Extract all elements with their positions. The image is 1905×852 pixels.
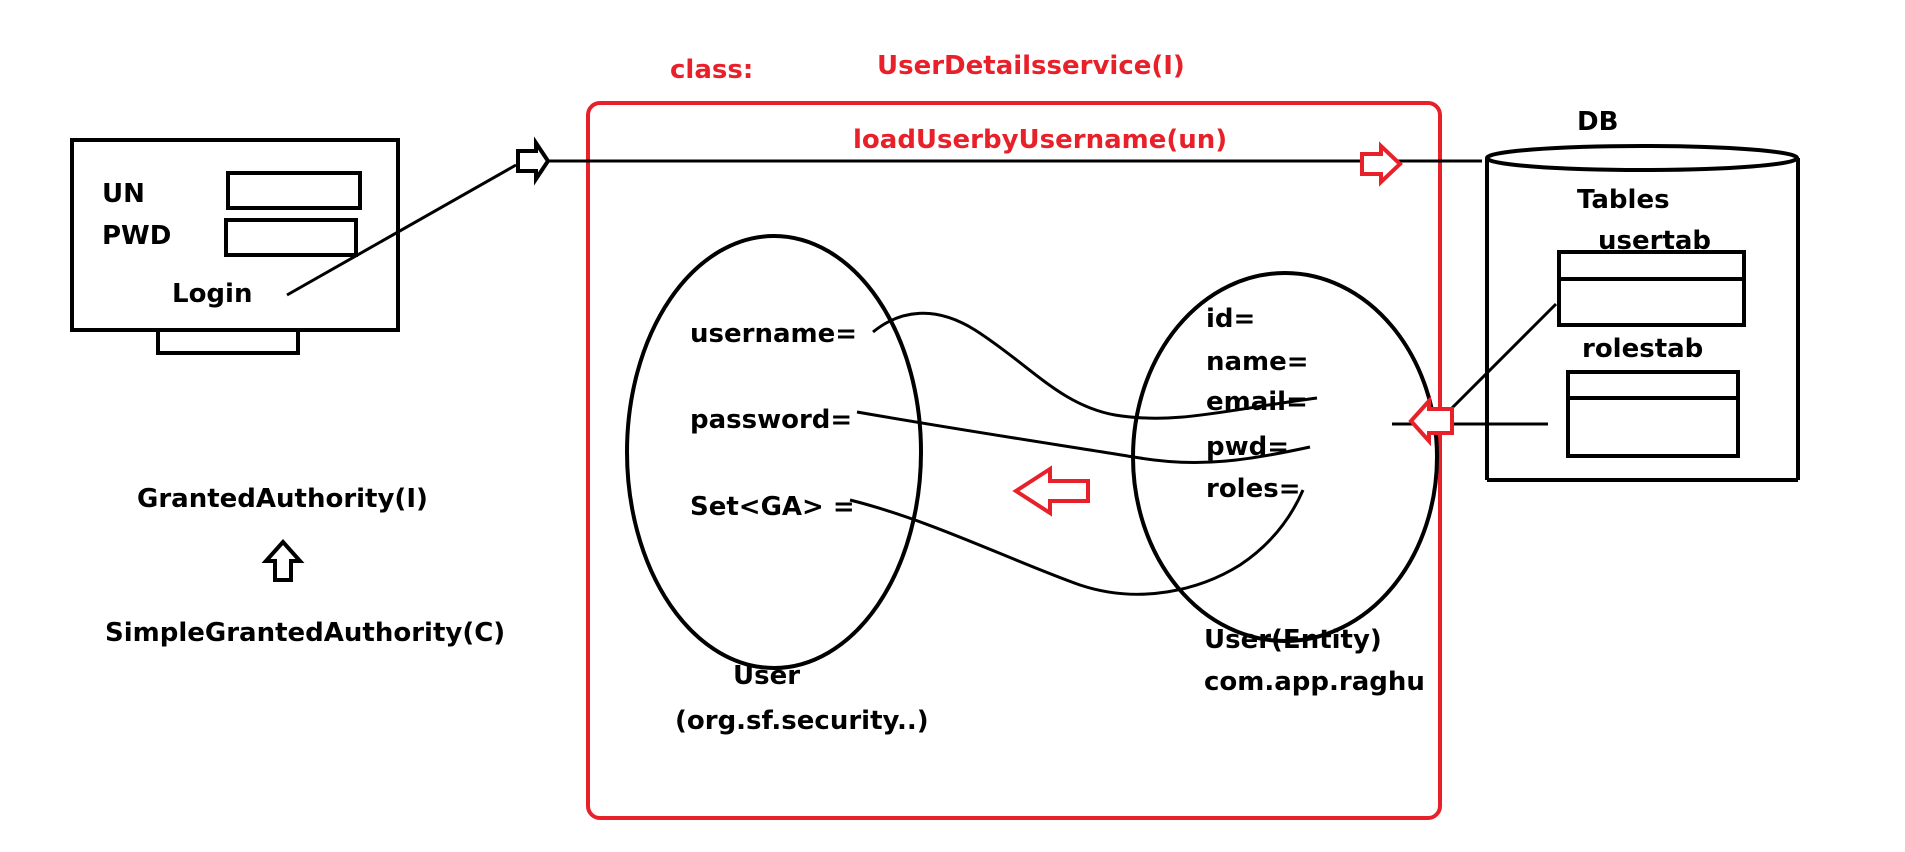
db-call-arrow <box>1360 141 1403 187</box>
login-arrow-head <box>516 136 551 186</box>
granted-authority-label: GrantedAuthority(I) <box>137 484 428 514</box>
db-tables <box>1557 250 1746 458</box>
entity-user-field-name: name= <box>1206 347 1309 377</box>
security-user-package: (org.sf.security..) <box>675 706 929 736</box>
service-interface-label: UserDetailsservice(I) <box>877 51 1185 81</box>
rolestab-box <box>1566 370 1740 458</box>
login-label: Login <box>172 279 252 309</box>
security-user-field-username: username= <box>690 319 857 349</box>
rolestab-label: rolestab <box>1582 334 1703 364</box>
entity-user-field-roles: roles= <box>1206 474 1301 504</box>
password-pwd-curve <box>856 410 1311 464</box>
db-label: DB <box>1577 107 1618 137</box>
usertab-box <box>1557 250 1746 327</box>
method-label: loadUserbyUsername(un) <box>853 125 1227 155</box>
login-to-service-connector <box>286 163 517 297</box>
security-user-field-password: password= <box>690 405 852 435</box>
entity-user-title: User(Entity) <box>1204 625 1382 655</box>
login-screen <box>70 138 400 355</box>
entity-user-package: com.app.raghu <box>1204 667 1425 697</box>
authority-up-arrow <box>261 539 305 582</box>
simple-granted-authority-label: SimpleGrantedAuthority(C) <box>105 618 505 648</box>
field-mapping-curves <box>849 311 1318 596</box>
userdetailsservice-container <box>586 101 1442 820</box>
security-user-field-authorities: Set<GA> = <box>690 492 855 522</box>
usertab-connector <box>1438 302 1558 422</box>
pwd-label: PWD <box>102 221 171 251</box>
entity-user-field-id: id= <box>1206 304 1255 334</box>
tables-label: Tables <box>1577 185 1670 215</box>
password-input-box <box>224 218 358 257</box>
username-email-curve <box>872 311 1318 420</box>
un-label: UN <box>102 179 145 209</box>
db-top <box>1485 144 1799 172</box>
security-user-title: User <box>733 661 800 691</box>
database-cylinder <box>1485 144 1800 482</box>
conversion-arrow <box>1012 465 1090 517</box>
class-label: class: <box>670 55 753 85</box>
monitor-stand <box>156 328 300 355</box>
security-user-ellipse <box>625 234 923 670</box>
roles-authorities-curve <box>849 489 1305 596</box>
db-result-arrow <box>1408 395 1454 447</box>
username-input-box <box>226 171 362 210</box>
